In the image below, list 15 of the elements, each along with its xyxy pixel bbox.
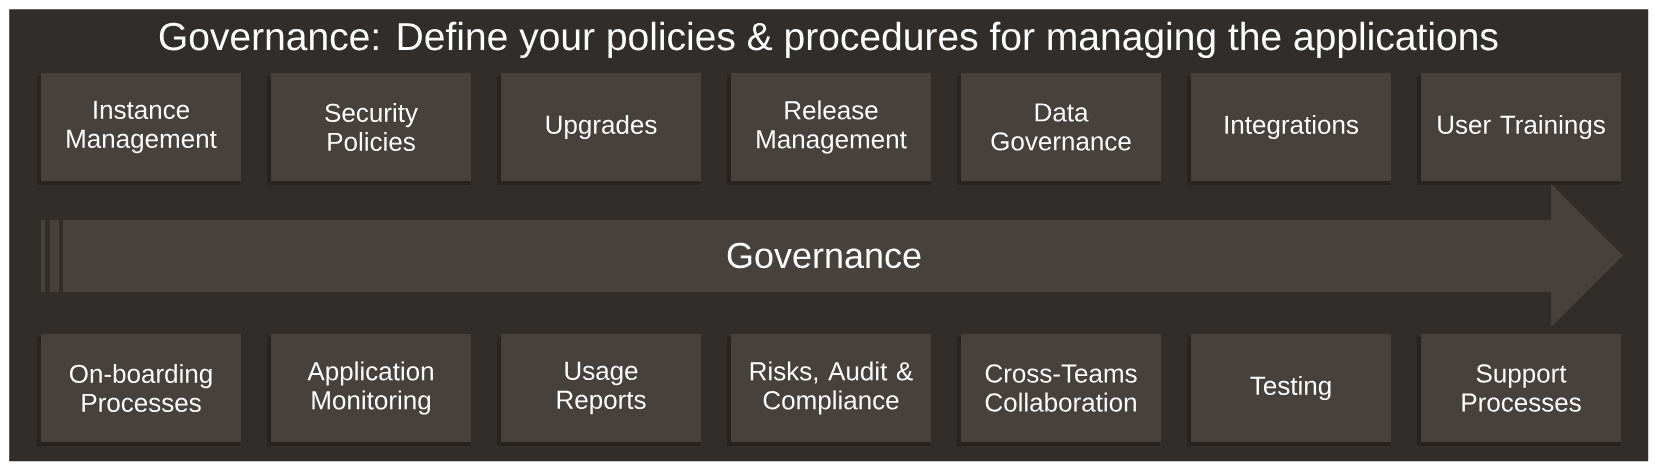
topic-box: Application Monitoring	[267, 334, 471, 446]
topic-box: Support Processes	[1417, 334, 1621, 446]
topic-box: Release Management	[727, 73, 931, 185]
topic-box: Data Governance	[957, 73, 1161, 185]
topic-box: Cross-Teams Collaboration	[957, 334, 1161, 446]
topic-box: Testing	[1187, 334, 1391, 446]
topic-box: Usage Reports	[497, 334, 701, 446]
topic-box: Instance Management	[37, 73, 241, 185]
heading: Governance: Define your policies & procedures for managing the applications	[159, 21, 1498, 59]
topic-box: Risks, Audit & Compliance	[727, 334, 931, 446]
topic-box: Upgrades	[497, 73, 701, 185]
topic-box: Integrations	[1187, 73, 1391, 185]
topic-box: On-boarding Processes	[37, 334, 241, 446]
topic-box: User Trainings	[1417, 73, 1621, 185]
topic-box: Security Policies	[267, 73, 471, 185]
